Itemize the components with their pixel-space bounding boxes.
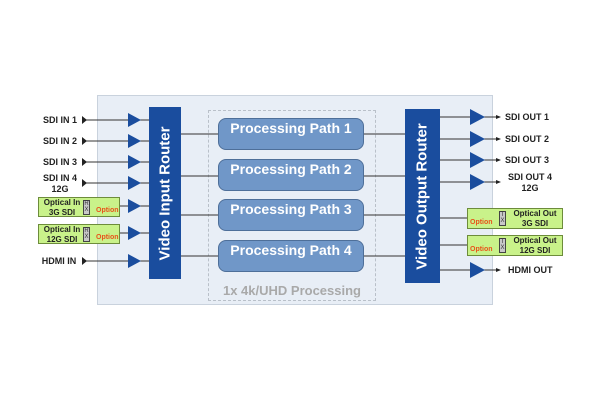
input-arrow-icon — [82, 158, 87, 166]
optical-out-12g-line2: 12G SDI — [519, 246, 551, 255]
buffer-icon — [128, 226, 141, 240]
processing-path-2: Processing Path 2 — [218, 159, 364, 191]
output-arrow-icon — [496, 268, 501, 272]
option-label: Option — [96, 234, 119, 241]
output-arrow-icon — [496, 180, 501, 184]
processing-group — [208, 110, 376, 301]
optical-out-3g-line1: Optical Out — [513, 209, 557, 218]
buffer-icon — [470, 152, 485, 168]
video-output-router: Video Output Router — [405, 109, 440, 283]
input-arrow-icon — [82, 137, 87, 145]
processing-path-4: Processing Path 4 — [218, 240, 364, 272]
optical-in-3g-line1: Optical In — [43, 198, 81, 207]
buffer-icon — [128, 176, 141, 190]
sdi-out-3-label: SDI OUT 3 — [505, 155, 550, 165]
video-input-router-label: Video Input Router — [156, 126, 174, 260]
output-arrow-icon — [496, 115, 501, 119]
input-arrow-icon — [82, 179, 87, 187]
optical-out-12g-line1: Optical Out — [513, 236, 557, 245]
buffer-icon — [128, 254, 141, 268]
sdi-in-2-label: SDI IN 2 — [42, 136, 77, 146]
sdi-in-3-label: SDI IN 3 — [42, 157, 77, 167]
processing-path-3: Processing Path 3 — [218, 199, 364, 231]
optical-in-3g-line2: 3G SDI — [48, 208, 76, 217]
video-input-router: Video Input Router — [149, 107, 181, 279]
output-arrow-icon — [496, 137, 501, 141]
hdmi-in-label: HDMI IN — [41, 256, 77, 266]
optical-in-12g-line1: Optical In — [43, 225, 81, 234]
processing-path-1: Processing Path 1 — [218, 118, 364, 150]
sdi-out-4-label: SDI OUT 4 12G — [505, 172, 555, 194]
optical-out-3g-line2: 3G SDI — [521, 219, 549, 228]
hdmi-out-label: HDMI OUT — [508, 265, 553, 275]
buffer-icon — [470, 174, 485, 190]
processing-group-label: 1x 4k/UHD Processing — [222, 283, 361, 298]
buffer-icon — [128, 155, 141, 169]
buffer-icon — [470, 131, 485, 147]
video-output-router-label: Video Output Router — [414, 122, 432, 270]
option-label: Option — [96, 207, 119, 214]
buffer-icon — [128, 199, 141, 213]
sdi-out-4-sub: 12G — [521, 183, 539, 193]
option-label: Option — [470, 219, 493, 226]
sdi-out-1-label: SDI OUT 1 — [505, 112, 550, 122]
buffer-icon — [470, 262, 485, 278]
input-arrow-icon — [82, 257, 87, 265]
sdi-in-1-label: SDI IN 1 — [42, 115, 77, 125]
sdi-out-4-name: SDI OUT 4 — [507, 172, 552, 182]
buffer-icon — [128, 113, 141, 127]
sdi-out-2-label: SDI OUT 2 — [505, 134, 550, 144]
option-label: Option — [470, 246, 493, 253]
sdi-in-4-sub: 12G — [51, 184, 69, 194]
optical-in-12g-line2: 12G SDI — [46, 235, 78, 244]
sdi-in-4-name: SDI IN 4 — [42, 173, 77, 183]
output-arrow-icon — [496, 158, 501, 162]
sdi-in-4-label: SDI IN 4 12G — [40, 173, 80, 195]
buffer-icon — [128, 134, 141, 148]
input-arrow-icon — [82, 116, 87, 124]
buffer-icon — [470, 109, 485, 125]
